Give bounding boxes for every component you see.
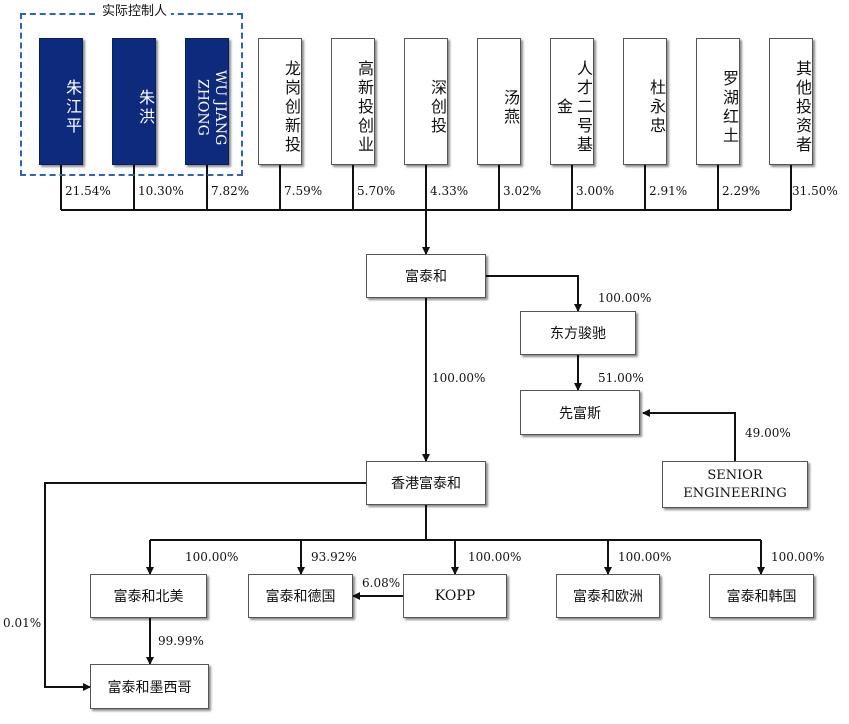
shareholder-box: 人才二号基金 <box>550 38 594 165</box>
shareholder-pct: 3.02% <box>503 184 542 198</box>
controller-group-label: 实际控制人 <box>98 0 172 19</box>
entity-hk-futaihe: 香港富泰和 <box>366 461 486 505</box>
shareholder-box: 汤燕 <box>477 38 521 165</box>
entity-kopp: KOPP <box>403 574 507 618</box>
shareholder-box: 朱江平 <box>39 38 83 165</box>
edge-pct: 93.92% <box>311 550 357 564</box>
shareholder-pct: 7.82% <box>211 184 250 198</box>
shareholder-pct: 2.91% <box>649 184 688 198</box>
shareholder-box: 高新投创业 <box>331 38 375 165</box>
entity-xianfusi: 先富斯 <box>520 390 640 435</box>
edge-pct: 100.00% <box>598 291 652 305</box>
shareholder-box: WU JIANG ZHONG <box>185 38 229 165</box>
shareholder-box: 朱洪 <box>112 38 156 165</box>
entity-futaihe: 富泰和 <box>366 254 486 298</box>
edge-pct: 100.00% <box>468 550 522 564</box>
edge-pct: 99.99% <box>158 634 204 648</box>
edge-pct: 100.00% <box>771 550 825 564</box>
shareholder-box: 罗湖红土 <box>696 38 740 165</box>
shareholder-pct: 21.54% <box>65 184 111 198</box>
shareholder-box: 杜永忠 <box>623 38 667 165</box>
shareholder-pct: 5.70% <box>357 184 396 198</box>
edge-pct: 100.00% <box>618 550 672 564</box>
edge-pct: 51.00% <box>598 371 644 385</box>
shareholder-pct: 10.30% <box>138 184 184 198</box>
shareholder-box: 深创投 <box>404 38 448 165</box>
edge-pct: 100.00% <box>185 550 239 564</box>
edge-pct: 100.00% <box>432 371 486 385</box>
shareholder-pct: 31.50% <box>792 184 838 198</box>
shareholder-pct: 3.00% <box>576 184 615 198</box>
edge-pct: 6.08% <box>362 576 401 590</box>
shareholder-box: 龙岗创新投 <box>258 38 302 165</box>
entity-dongfang-junchi: 东方骏驰 <box>520 311 636 355</box>
entity-futaihe-europe: 富泰和欧洲 <box>556 574 660 618</box>
edge-pct: 49.00% <box>745 426 791 440</box>
entity-futaihe-north-america: 富泰和北美 <box>90 574 207 618</box>
entity-futaihe-germany: 富泰和德国 <box>248 574 353 618</box>
shareholder-pct: 2.29% <box>722 184 761 198</box>
shareholder-pct: 4.33% <box>430 184 469 198</box>
shareholder-box: 其他投资者 <box>769 38 813 165</box>
entity-futaihe-korea: 富泰和韩国 <box>709 574 814 618</box>
entity-futaihe-mexico: 富泰和墨西哥 <box>90 664 209 709</box>
shareholder-pct: 7.59% <box>284 184 323 198</box>
edge-pct: 0.01% <box>3 616 42 630</box>
